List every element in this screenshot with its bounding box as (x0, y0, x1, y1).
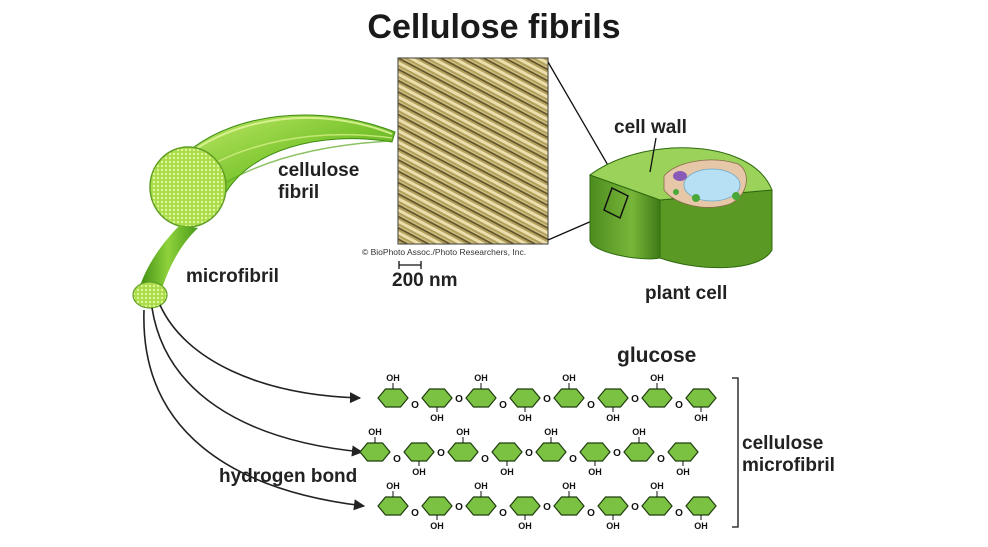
linking-oxygen: O (499, 400, 507, 411)
linking-oxygen: O (455, 394, 463, 405)
glucose-ring (535, 442, 567, 462)
linking-oxygen: O (411, 508, 419, 519)
hydroxyl-group: OH (386, 373, 400, 383)
linking-oxygen: O (455, 502, 463, 513)
linking-oxygen: O (631, 394, 639, 405)
hydrogen-bond-label: hydrogen bond (219, 466, 358, 487)
glucose-label: glucose (617, 344, 697, 367)
cellulose-microfibril-label: cellulose microfibril (742, 433, 835, 477)
cellulose-fibril-label: cellulose fibril (278, 160, 359, 204)
linking-oxygen: O (675, 400, 683, 411)
hydroxyl-group: OH (606, 413, 620, 423)
cellulose-microfibril-label-line2: microfibril (742, 455, 835, 476)
linking-oxygen: O (613, 448, 621, 459)
linking-oxygen: O (587, 508, 595, 519)
hydroxyl-group: OH (474, 481, 488, 491)
glucose-ring (623, 442, 655, 462)
linking-oxygen: O (481, 454, 489, 465)
linking-oxygen: O (543, 502, 551, 513)
hydroxyl-group: OH (606, 521, 620, 531)
glucose-ring (597, 388, 629, 408)
glucose-ring (509, 388, 541, 408)
glucose-chains: O OH O OH O OH O OH O OH O OH O OH OH O OH O OH O OH O OH O OH O O… (359, 373, 717, 531)
glucose-ring (403, 442, 435, 462)
glucose-ring (685, 388, 717, 408)
cell-wall-label: cell wall (614, 117, 687, 138)
linking-oxygen: O (675, 508, 683, 519)
glucose-ring (597, 496, 629, 516)
microfibril-label: microfibril (186, 266, 279, 287)
linking-oxygen: O (569, 454, 577, 465)
glucose-ring (641, 496, 673, 516)
linking-oxygen: O (631, 502, 639, 513)
glucose-ring (579, 442, 611, 462)
cellulose-fibril-label-line1: cellulose (278, 160, 360, 181)
cellulose-fibril-label-line2: fibril (278, 182, 320, 203)
cellulose-microfibril-label-line1: cellulose (742, 433, 824, 454)
hydroxyl-group: OH (694, 413, 708, 423)
hydroxyl-group: OH (474, 373, 488, 383)
glucose-ring (465, 496, 497, 516)
glucose-ring (447, 442, 479, 462)
hydroxyl-group: OH (588, 467, 602, 477)
hydroxyl-group: OH (518, 521, 532, 531)
glucose-ring (421, 496, 453, 516)
hydroxyl-group: OH (694, 521, 708, 531)
hydroxyl-group: OH (430, 413, 444, 423)
glucose-ring (491, 442, 523, 462)
linking-oxygen: O (587, 400, 595, 411)
cellulose-fibril-illustration (132, 114, 396, 309)
plant-cell-label: plant cell (645, 283, 728, 304)
hydroxyl-group: OH (412, 467, 426, 477)
hydroxyl-group: OH (676, 467, 690, 477)
glucose-ring (641, 388, 673, 408)
micrograph-image (397, 57, 549, 245)
glucose-ring (377, 496, 409, 516)
microfibril-arrows (143, 304, 366, 511)
linking-oxygen: O (499, 508, 507, 519)
glucose-ring (685, 496, 717, 516)
hydroxyl-group: OH (386, 481, 400, 491)
scale-bar-label: 200 nm (392, 270, 458, 291)
glucose-ring (667, 442, 699, 462)
linking-oxygen: O (437, 448, 445, 459)
diagram-title: Cellulose fibrils (367, 8, 621, 46)
hydroxyl-group: OH (650, 373, 664, 383)
plant-cell-illustration (588, 137, 773, 269)
microfibril-bracket (732, 377, 739, 528)
glucose-ring (553, 388, 585, 408)
glucose-ring (377, 388, 409, 408)
linking-oxygen: O (411, 400, 419, 411)
glucose-ring (421, 388, 453, 408)
hydroxyl-group: OH (368, 427, 382, 437)
hydroxyl-group: OH (456, 427, 470, 437)
hydroxyl-group: OH (518, 413, 532, 423)
hydroxyl-group: OH (562, 481, 576, 491)
linking-oxygen: O (393, 454, 401, 465)
glucose-ring (465, 388, 497, 408)
linking-oxygen: O (657, 454, 665, 465)
hydroxyl-group: OH (562, 373, 576, 383)
glucose-ring (553, 496, 585, 516)
glucose-ring (509, 496, 541, 516)
scale-bar (398, 261, 422, 269)
hydroxyl-group: OH (544, 427, 558, 437)
linking-oxygen: O (543, 394, 551, 405)
hydroxyl-group: OH (650, 481, 664, 491)
photo-credit: © BioPhoto Assoc./Photo Researchers, Inc… (362, 247, 527, 257)
hydroxyl-group: OH (500, 467, 514, 477)
glucose-ring (359, 442, 391, 462)
hydroxyl-group: OH (430, 521, 444, 531)
hydroxyl-group: OH (632, 427, 646, 437)
linking-oxygen: O (525, 448, 533, 459)
